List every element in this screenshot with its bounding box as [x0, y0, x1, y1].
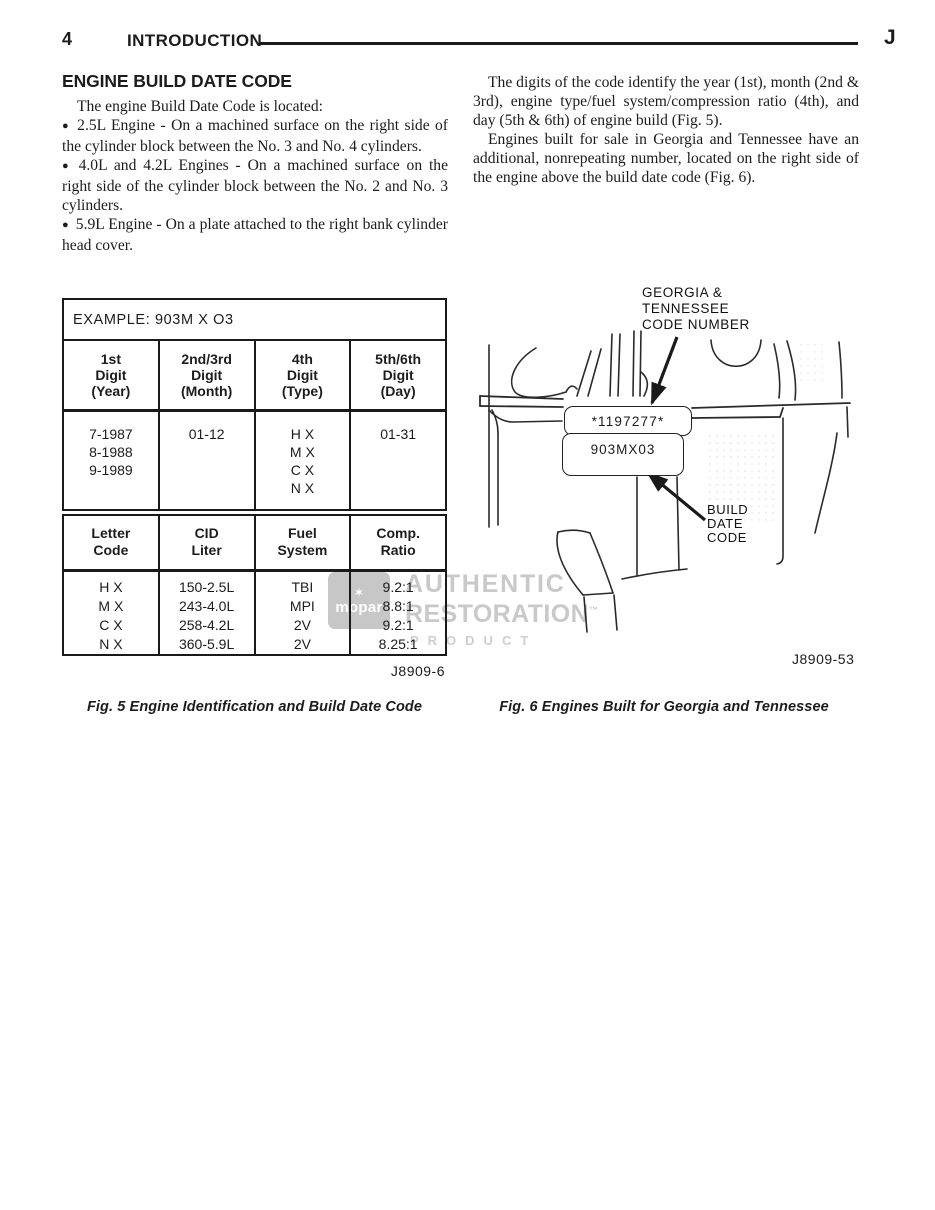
paragraph: Engines built for sale in Georgia and Te… [473, 131, 859, 186]
build-date-code-plate: 903MX03 [562, 433, 684, 476]
table-cell: 150-2.5L 243-4.0L 258-4.2L 360-5.9L [157, 569, 256, 656]
column-header: Fuel System [253, 514, 352, 572]
column-header: CID Liter [157, 514, 256, 572]
example-row: EXAMPLE: 903M X O3 [62, 298, 447, 341]
bullet-icon: ● [62, 120, 71, 132]
trademark-symbol: ™ [589, 605, 599, 615]
digit-code-table: EXAMPLE: 903M X O3 1st Digit (Year) 2nd/… [62, 298, 447, 511]
bullet-text: 4.0L and 4.2L Engines - On a machined su… [62, 157, 449, 214]
table-cell: 7-1987 8-1988 9-1989 [62, 409, 160, 511]
column-header: 2nd/3rd Digit (Month) [157, 339, 256, 412]
section-letter: J [884, 26, 896, 49]
fig6-caption: Fig. 6 Engines Built for Georgia and Ten… [499, 699, 829, 715]
arrow-build-date-code [646, 471, 707, 522]
bullet-text: 2.5L Engine - On a machined surface on t… [62, 117, 448, 155]
left-column: ENGINE BUILD DATE CODE The engine Build … [62, 72, 448, 255]
georgia-tennessee-label: GEORGIA & TENNESSEE CODE NUMBER [642, 285, 750, 332]
table-cell: 01-12 [157, 409, 256, 511]
intro-line: The engine Build Date Code is located: [77, 98, 323, 115]
bullet-item: ●2.5L Engine - On a machined surface on … [62, 116, 448, 156]
table-cell: TBI MPI 2V 2V [253, 569, 352, 656]
bullet-item: ●5.9L Engine - On a plate attached to th… [62, 215, 448, 255]
page-number: 4 [62, 29, 73, 49]
fig6-reference-number: J8909-53 [792, 651, 855, 667]
table-cell: H X M X C X N X [253, 409, 352, 511]
bullet-text: 5.9L Engine - On a plate attached to the… [62, 216, 448, 254]
digit-table-header-row: 1st Digit (Year) 2nd/3rd Digit (Month) 4… [62, 339, 447, 412]
heading-engine-build-date-code: ENGINE BUILD DATE CODE [62, 71, 292, 91]
fig5-build-date-code-table: EXAMPLE: 903M X O3 1st Digit (Year) 2nd/… [62, 298, 447, 679]
engine-table-data-row: H X M X C X N X 150-2.5L 243-4.0L 258-4.… [62, 569, 447, 656]
table-cell: 9.2:1 8.8:1 9.2:1 8.25:1 [349, 569, 447, 656]
table-cell: 01-31 [349, 409, 447, 511]
georgia-code-plate: *1197277* [564, 406, 692, 436]
right-column: The digits of the code identify the year… [473, 73, 859, 187]
section-title: INTRODUCTION [127, 31, 263, 50]
column-header: 5th/6th Digit (Day) [349, 339, 447, 412]
column-header: Comp. Ratio [349, 514, 447, 572]
bullet-icon: ● [62, 219, 69, 231]
build-date-code-label: BUILD DATE CODE [707, 502, 749, 545]
column-header: Letter Code [62, 514, 160, 572]
header-rule [259, 42, 858, 45]
example-cell: EXAMPLE: 903M X O3 [62, 298, 447, 341]
engine-table-header-row: Letter Code CID Liter Fuel System Comp. … [62, 514, 447, 572]
engine-line-art [479, 330, 851, 633]
paragraph: The digits of the code identify the year… [473, 74, 859, 129]
fig5-reference-number: J8909-6 [390, 662, 445, 679]
digit-table-data-row: 7-1987 8-1988 9-1989 01-12 H X M X C X N… [62, 409, 447, 511]
fig6-engine-diagram: GEORGIA & TENNESSEE CODE NUMBER *1197277… [470, 280, 860, 680]
column-header: 1st Digit (Year) [62, 339, 160, 412]
bullet-item: ●4.0L and 4.2L Engines - On a machined s… [62, 156, 448, 215]
fig5-caption: Fig. 5 Engine Identification and Build D… [86, 699, 423, 715]
arrow-georgia-code [650, 336, 679, 406]
column-header: 4th Digit (Type) [253, 339, 352, 412]
table-cell: H X M X C X N X [62, 569, 160, 656]
engine-id-table: Letter Code CID Liter Fuel System Comp. … [62, 514, 447, 656]
bullet-icon: ● [62, 160, 72, 172]
